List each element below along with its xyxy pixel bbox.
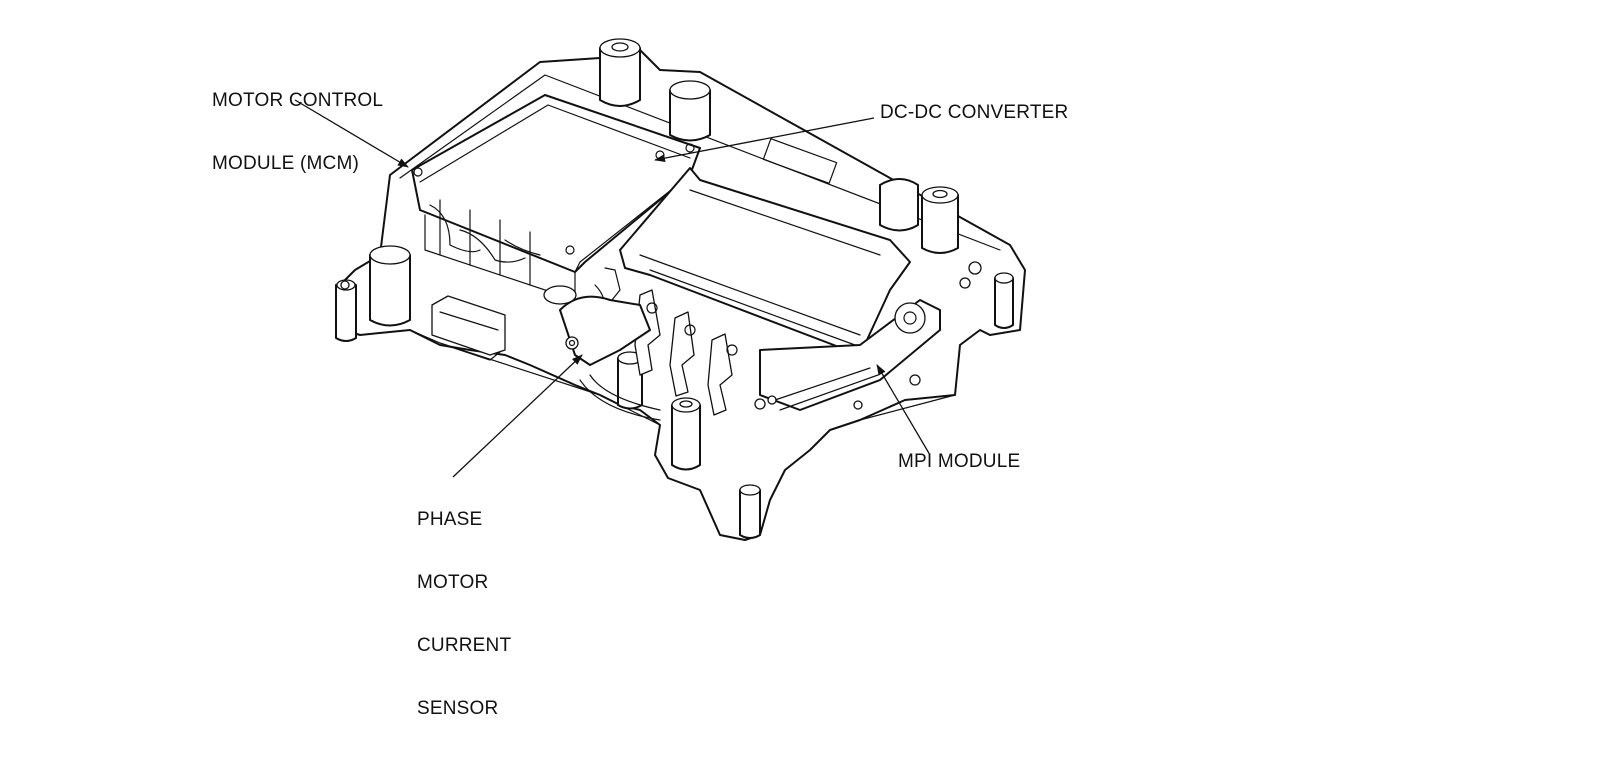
phase-motor-current-sensor	[543, 285, 661, 421]
leader-lines	[294, 99, 931, 478]
leader-sensor	[452, 354, 583, 478]
label-sensor-line4: SENSOR	[417, 698, 499, 719]
dc-dc-converter	[619, 138, 911, 356]
assembly-illustration	[294, 38, 1026, 541]
diagram-canvas: MOTOR CONTROL MODULE (MCM) DC-DC CONVERT…	[212, 38, 1069, 719]
small-fasteners	[340, 261, 982, 410]
label-mpi-module: MPI MODULE	[898, 451, 1021, 472]
mcm-housing	[411, 94, 701, 301]
label-mcm-line2: MODULE (MCM)	[212, 153, 359, 174]
leader-mcm	[294, 99, 409, 168]
connector-block	[431, 295, 506, 361]
label-sensor-line3: CURRENT	[417, 635, 512, 656]
mounting-posts	[335, 38, 1014, 539]
label-mcm: MOTOR CONTROL MODULE (MCM)	[212, 48, 383, 216]
label-sensor-line2: MOTOR	[417, 572, 489, 593]
label-mcm-line1: MOTOR CONTROL	[212, 90, 384, 111]
label-phase-motor-current-sensor: PHASE MOTOR CURRENT SENSOR	[417, 467, 511, 761]
leader-mpi	[876, 364, 931, 456]
leader-dcdc	[654, 117, 875, 163]
label-sensor-line1: PHASE	[417, 509, 483, 530]
label-dc-dc-converter: DC-DC CONVERTER	[880, 102, 1069, 123]
